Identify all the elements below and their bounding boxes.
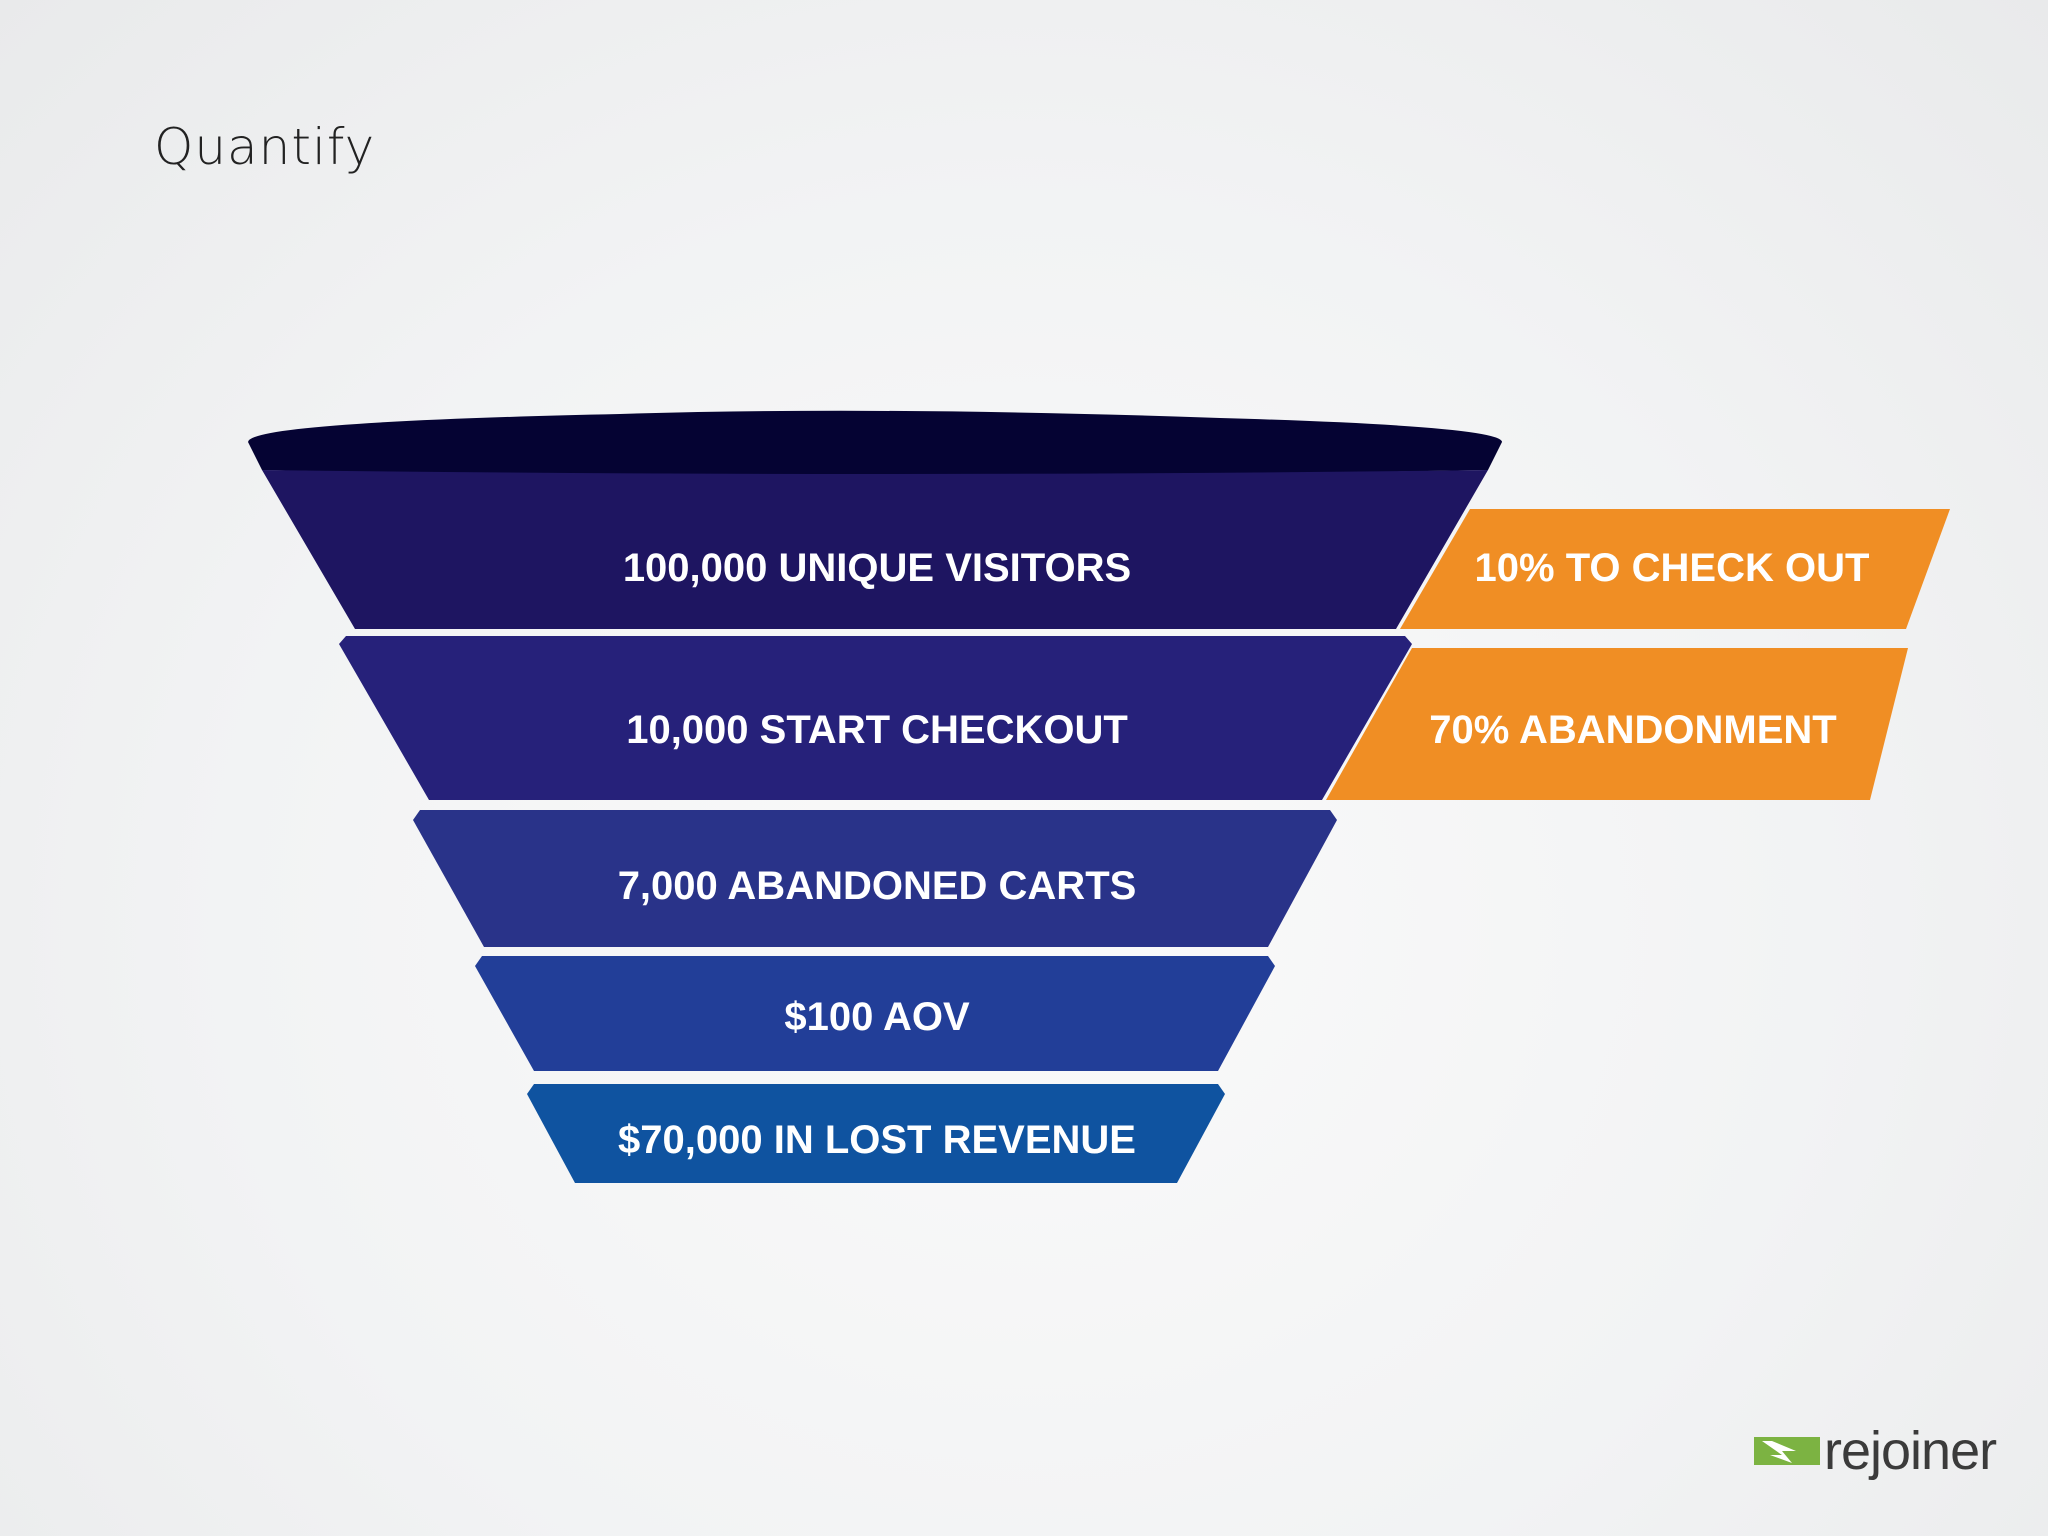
funnel-stage-lost-revenue: $70,000 IN LOST REVENUE <box>527 1084 1225 1183</box>
stage-shape <box>339 636 1412 800</box>
funnel-stage-start-checkout: 10,000 START CHECKOUT <box>339 636 1412 800</box>
stage-label: $70,000 IN LOST REVENUE <box>618 1118 1136 1162</box>
funnel-stage-aov: $100 AOV <box>475 956 1275 1071</box>
funnel-stage-unique-visitors: 100,000 UNIQUE VISITORS <box>262 470 1488 629</box>
rate-label: 70% ABANDONMENT <box>1429 708 1836 752</box>
rate-band-abandonment: 70% ABANDONMENT <box>1326 648 1908 800</box>
stage-shape <box>527 1084 1225 1183</box>
funnel-rim <box>248 410 1502 476</box>
rate-band-to-check-out: 10% TO CHECK OUT <box>1400 509 1950 629</box>
logo-text: rejoiner <box>1824 1421 1997 1481</box>
rate-shape <box>1326 648 1908 800</box>
rate-shape <box>1400 509 1950 629</box>
stage-label: 10,000 START CHECKOUT <box>626 708 1128 752</box>
stage-shape <box>475 956 1275 1071</box>
stage-label: 7,000 ABANDONED CARTS <box>618 864 1137 908</box>
stage-shape <box>413 810 1337 947</box>
rejoiner-logo: rejoiner <box>1752 1420 1997 1482</box>
rejoiner-logo-icon <box>1754 1437 1820 1465</box>
stage-label: $100 AOV <box>784 995 970 1039</box>
stage-shape <box>262 470 1488 629</box>
stage-label: 100,000 UNIQUE VISITORS <box>623 546 1131 590</box>
rate-label: 10% TO CHECK OUT <box>1475 546 1870 590</box>
funnel-stage-abandoned-carts: 7,000 ABANDONED CARTS <box>413 810 1337 947</box>
page-title: Quantify <box>154 118 376 176</box>
